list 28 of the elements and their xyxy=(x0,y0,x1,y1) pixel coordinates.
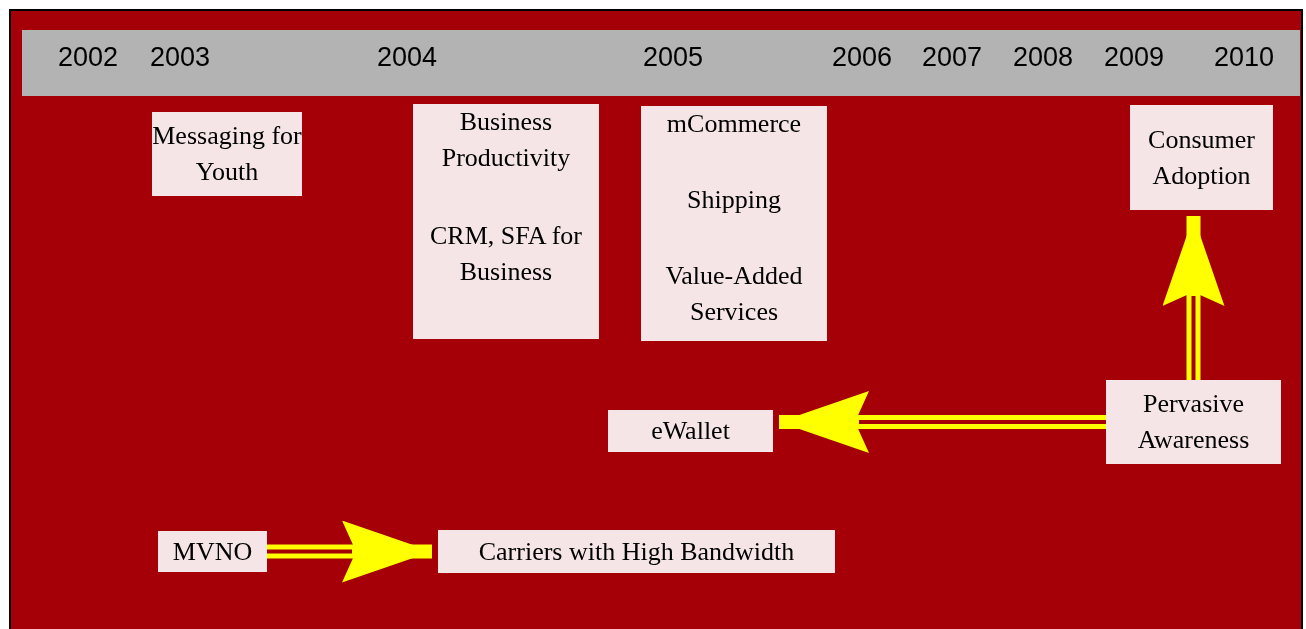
box-text: Messaging for Youth xyxy=(152,120,302,188)
text-box xyxy=(152,112,302,196)
box-text: MVNO xyxy=(172,535,253,568)
text-box xyxy=(1106,380,1281,464)
year-label: 2007 xyxy=(921,42,983,73)
year-label: 2004 xyxy=(376,42,438,73)
box-text: Consumer Adoption xyxy=(1147,123,1256,192)
box-text: Pervasive Awareness xyxy=(1136,388,1251,456)
text-box xyxy=(438,530,835,573)
box-text: Business Productivity xyxy=(440,106,572,174)
box-text: eWallet xyxy=(651,415,730,447)
year-label: 2008 xyxy=(1012,42,1074,73)
box-text: Carriers with High Bandwidth xyxy=(478,535,795,568)
text-box xyxy=(641,106,827,341)
year-label: 2010 xyxy=(1213,42,1275,73)
text-box xyxy=(608,410,773,452)
year-label: 2005 xyxy=(642,42,704,73)
year-label: 2009 xyxy=(1103,42,1165,73)
year-label: 2006 xyxy=(831,42,893,73)
year-label: 2002 xyxy=(57,42,119,73)
box-text: mCommerce xyxy=(666,108,802,140)
box-text: Value-Added Services xyxy=(664,260,804,328)
text-box xyxy=(413,104,599,339)
text-box xyxy=(158,531,267,572)
year-label: 2003 xyxy=(149,42,211,73)
box-text: CRM, SFA for Business xyxy=(429,220,583,288)
text-box xyxy=(1130,105,1273,210)
box-text: Shipping xyxy=(687,184,781,216)
